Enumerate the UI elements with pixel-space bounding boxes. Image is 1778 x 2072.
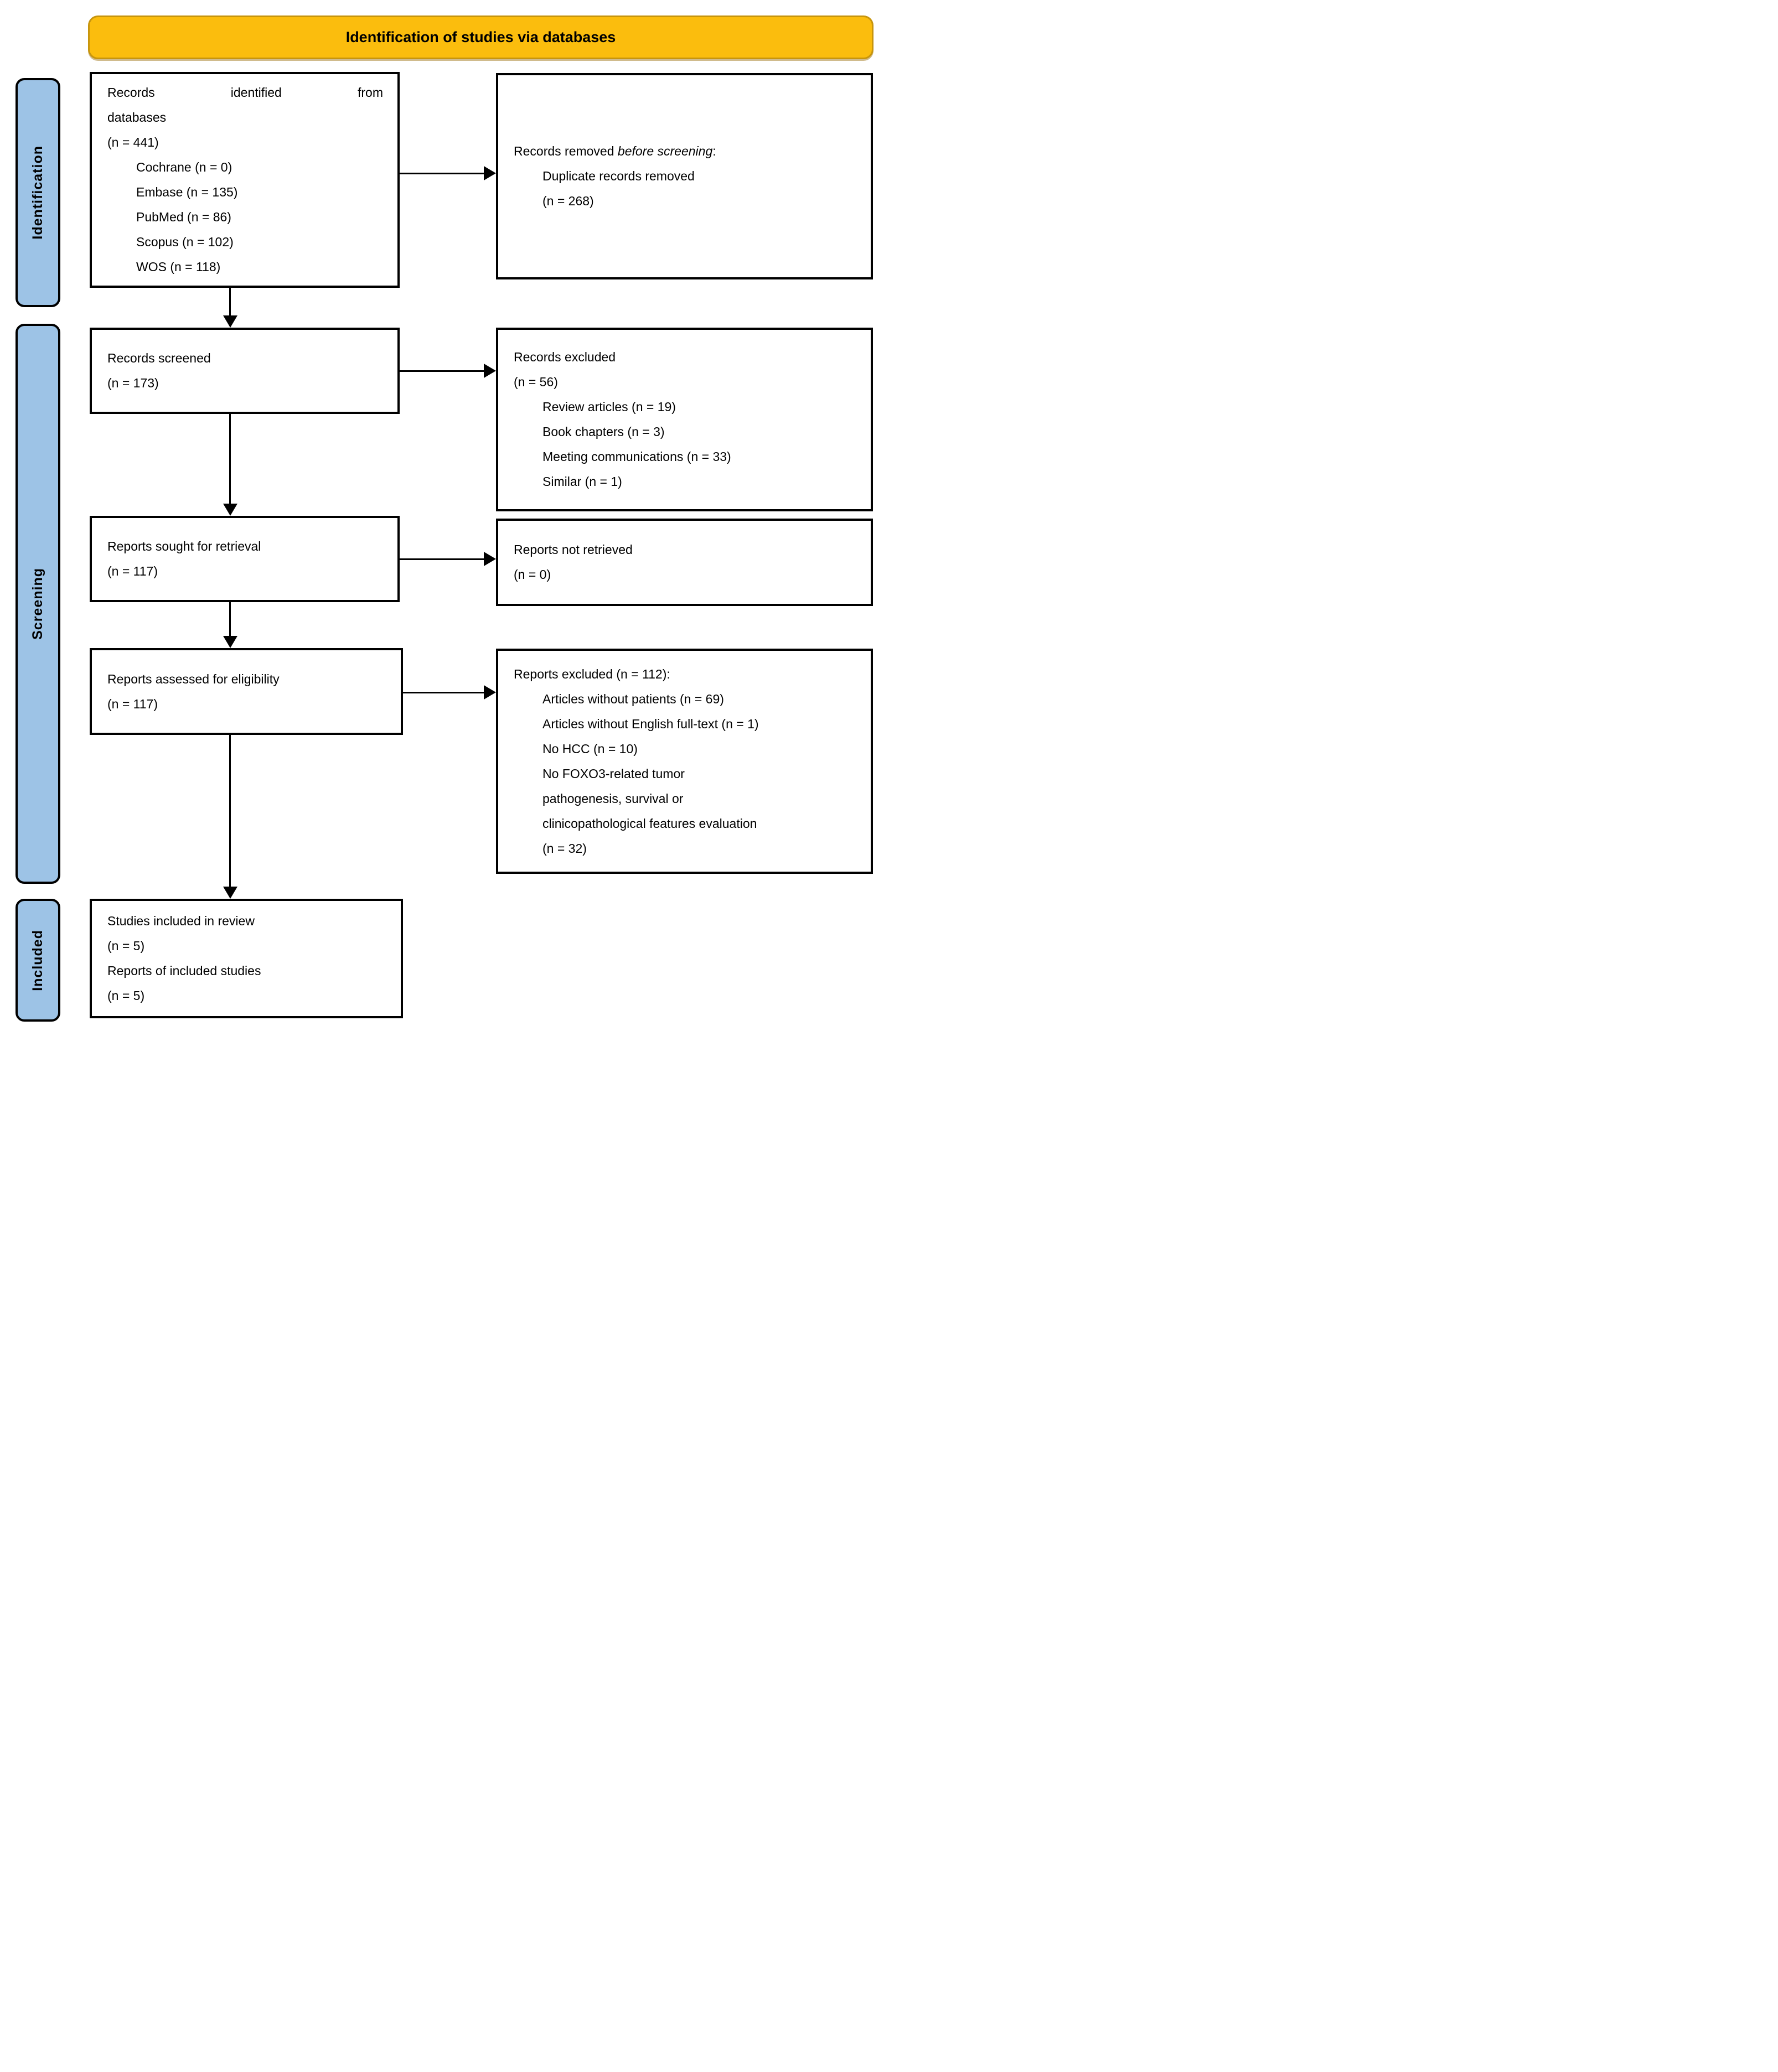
list-item: Similar (n = 1): [542, 474, 622, 489]
reports-sought-count: (n = 117): [107, 564, 158, 578]
records-screened-title: Records screened: [107, 351, 211, 365]
list-item: Embase (n = 135): [136, 185, 238, 199]
arrow-line: [400, 173, 485, 174]
box-studies-included: Studies included in review (n = 5) Repor…: [90, 899, 403, 1018]
list-item: No HCC (n = 10): [542, 741, 638, 756]
records-identified-title-line1: Records identified from: [107, 85, 383, 100]
list-item: (n = 32): [542, 841, 587, 856]
stage-identification: Identification: [15, 78, 60, 307]
box-records-screened: Records screened (n = 173): [90, 328, 400, 414]
box-reports-sought: Reports sought for retrieval (n = 117): [90, 516, 400, 602]
box-reports-not-retrieved: Reports not retrieved (n = 0): [496, 519, 873, 606]
reports-sought-title: Reports sought for retrieval: [107, 539, 261, 553]
prisma-flow-diagram: Identification of studies via databases …: [0, 0, 889, 1036]
arrow-line: [229, 735, 231, 888]
banner-title: Identification of studies via databases: [345, 29, 616, 45]
reports-assessed-count: (n = 117): [107, 696, 158, 711]
box-records-removed: Records removed before screening: Duplic…: [496, 73, 873, 279]
list-item: Cochrane (n = 0): [136, 160, 232, 174]
arrow-line: [403, 692, 485, 693]
arrow-line: [400, 370, 485, 372]
list-item: PubMed (n = 86): [136, 210, 231, 224]
arrowhead: [223, 504, 237, 516]
list-item: Scopus (n = 102): [136, 235, 234, 249]
arrowhead: [484, 552, 496, 566]
stage-included-label: Included: [30, 929, 45, 991]
arrow-line: [229, 602, 231, 637]
box-records-excluded: Records excluded (n = 56) Review article…: [496, 328, 873, 511]
studies-included-line: Studies included in review: [107, 914, 255, 928]
reports-not-retrieved-count: (n = 0): [514, 567, 551, 582]
reports-assessed-title: Reports assessed for eligibility: [107, 671, 280, 686]
stage-identification-label: Identification: [30, 146, 45, 240]
flow-banner: Identification of studies via databases: [88, 15, 874, 59]
reports-not-retrieved-title: Reports not retrieved: [514, 542, 633, 557]
arrow-line: [229, 288, 231, 318]
records-screened-count: (n = 173): [107, 376, 159, 390]
box-reports-assessed: Reports assessed for eligibility (n = 11…: [90, 648, 403, 735]
arrowhead: [223, 315, 237, 328]
list-item: pathogenesis, survival or: [542, 791, 684, 806]
list-item: Duplicate records removed: [542, 169, 695, 183]
records-identified-title-line2: databases: [107, 110, 167, 125]
list-item: Review articles (n = 19): [542, 400, 676, 414]
list-item: Book chapters (n = 3): [542, 424, 665, 439]
records-removed-title: Records removed before screening:: [514, 144, 716, 158]
reports-excluded-title: Reports excluded (n = 112):: [514, 666, 670, 681]
box-reports-excluded: Reports excluded (n = 112): Articles wit…: [496, 649, 873, 874]
list-item: Articles without patients (n = 69): [542, 691, 724, 706]
box-records-identified: Records identified from databases (n = 4…: [90, 72, 400, 288]
records-excluded-title: Records excluded: [514, 350, 616, 364]
arrow-line: [229, 414, 231, 505]
arrow-line: [400, 558, 485, 560]
arrowhead: [484, 166, 496, 180]
list-item: No FOXO3-related tumor: [542, 766, 685, 781]
studies-included-line: (n = 5): [107, 939, 145, 953]
list-item: Meeting communications (n = 33): [542, 449, 731, 464]
list-item: clinicopathological features evaluation: [542, 816, 757, 831]
stage-included: Included: [15, 899, 60, 1022]
arrowhead: [223, 636, 237, 648]
studies-included-line: Reports of included studies: [107, 964, 261, 978]
arrowhead: [484, 364, 496, 378]
records-identified-count: (n = 441): [107, 135, 159, 149]
list-item: Articles without English full-text (n = …: [542, 716, 759, 731]
arrowhead: [484, 685, 496, 700]
studies-included-line: (n = 5): [107, 988, 145, 1003]
stage-screening-label: Screening: [30, 568, 45, 640]
stage-screening: Screening: [15, 324, 60, 884]
arrowhead: [223, 887, 237, 899]
list-item: (n = 268): [542, 194, 594, 208]
list-item: WOS (n = 118): [136, 260, 221, 274]
records-excluded-count: (n = 56): [514, 375, 558, 389]
